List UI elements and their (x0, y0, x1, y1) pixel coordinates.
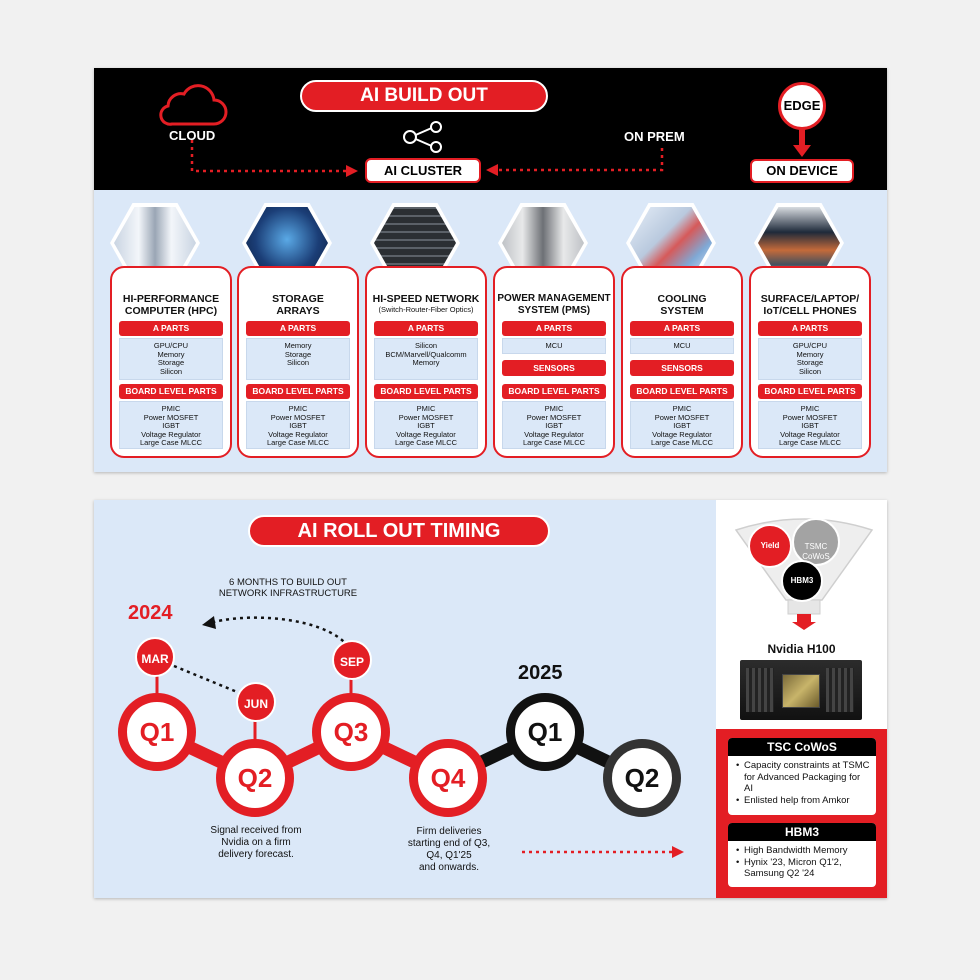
card-storage: STORAGE ARRAYS A PARTS Memory Storage Si… (237, 266, 359, 458)
a-parts-list: MCU (630, 338, 734, 354)
network-nodes-icon (403, 121, 442, 153)
card-hpc: HI-PERFORMANCE COMPUTER (HPC) A PARTS GP… (110, 266, 232, 458)
info-item: Enlisted help from Amkor (736, 795, 870, 807)
a-parts-bar: A PARTS (119, 321, 223, 336)
edge-label: EDGE (783, 98, 821, 113)
board-level-list: PMIC Power MOSFET IGBT Voltage Regulator… (246, 401, 350, 449)
month-mar: MAR (135, 637, 175, 677)
sensors-bar: SENSORS (630, 360, 734, 376)
a-parts-bar: A PARTS (758, 321, 862, 336)
card-title: POWER MANAGEMENT SYSTEM (PMS) (497, 293, 611, 316)
info-item: High Bandwidth Memory (736, 845, 870, 857)
on-device-label: ON DEVICE (750, 159, 854, 183)
card-title: HI-SPEED NETWORK (372, 293, 480, 305)
ai-roll-out-panel: AI ROLL OUT TIMING 6 MONTHS TO BUILD OUT… (94, 500, 887, 898)
card-title: STORAGE ARRAYS (272, 293, 324, 317)
cowos-label: TSMC CoWoS (802, 542, 830, 561)
a-parts-bar: A PARTS (630, 321, 734, 336)
a-parts-list: Memory Storage Silicon (246, 338, 350, 380)
quarter-q2-2024: Q2 (216, 739, 294, 817)
board-level-list: PMIC Power MOSFET IGBT Voltage Regulator… (374, 401, 478, 449)
board-level-bar: BOARD LEVEL PARTS (630, 384, 734, 399)
a-parts-list: MCU (502, 338, 606, 354)
yield-label: Yield (760, 541, 780, 550)
a-parts-list: GPU/CPU Memory Storage Silicon (119, 338, 223, 380)
card-title: COOLING SYSTEM (657, 293, 707, 317)
build-out-note: 6 MONTHS TO BUILD OUT NETWORK INFRASTRUC… (218, 577, 358, 599)
a-parts-list: GPU/CPU Memory Storage Silicon (758, 338, 862, 380)
info-item: Hynix '23, Micron Q1'2, Samsung Q2 '24 (736, 857, 870, 880)
nvidia-h100-image (740, 660, 862, 720)
quarter-q4-2024: Q4 (409, 739, 487, 817)
card-title: SURFACE/LAPTOP/ IoT/CELL PHONES (760, 293, 860, 317)
card-devices: SURFACE/LAPTOP/ IoT/CELL PHONES A PARTS … (749, 266, 871, 458)
arrow-down-icon (793, 129, 811, 157)
onprem-to-cluster-arrow (486, 148, 664, 176)
card-title: HI-PERFORMANCE COMPUTER (HPC) (122, 293, 220, 317)
on-prem-label: ON PREM (624, 129, 685, 144)
ai-cluster-label: AI CLUSTER (365, 158, 481, 183)
quarter-q2-2025: Q2 (603, 739, 681, 817)
cloud-to-cluster-arrow (190, 140, 358, 177)
build-out-title: AI BUILD OUT (300, 80, 548, 112)
q4-note: Firm deliveries starting end of Q3, Q4, … (407, 826, 491, 873)
year-2025: 2025 (518, 662, 563, 684)
board-level-bar: BOARD LEVEL PARTS (119, 384, 223, 399)
info-item: Capacity constraints at TSMC for Advance… (736, 760, 870, 795)
quarter-q1-2025: Q1 (506, 693, 584, 771)
six-month-arc-arrow (202, 616, 354, 653)
q2-note: Signal received from Nvidia on a firm de… (210, 825, 302, 860)
info-card-title: TSC CoWoS (728, 738, 876, 756)
card-power-management: POWER MANAGEMENT SYSTEM (PMS) A PARTS MC… (493, 266, 615, 458)
board-level-list: PMIC Power MOSFET IGBT Voltage Regulator… (502, 401, 606, 449)
card-subtitle: (Switch-Router-Fiber Optics) (378, 305, 474, 314)
a-parts-bar: A PARTS (374, 321, 478, 336)
board-level-bar: BOARD LEVEL PARTS (246, 384, 350, 399)
product-label: Nvidia H100 (767, 642, 836, 656)
board-level-bar: BOARD LEVEL PARTS (502, 384, 606, 399)
board-level-list: PMIC Power MOSFET IGBT Voltage Regulator… (758, 401, 862, 449)
board-level-bar: BOARD LEVEL PARTS (374, 384, 478, 399)
card-cooling: COOLING SYSTEM A PARTS MCU SENSORS BOARD… (621, 266, 743, 458)
a-parts-list: Silicon BCM/Marvell/Qualcomm Memory (374, 338, 478, 380)
roll-out-title: AI ROLL OUT TIMING (248, 515, 550, 547)
info-card-cowos: TSC CoWoS Capacity constraints at TSMC f… (728, 738, 876, 815)
info-card-title: HBM3 (728, 823, 876, 841)
board-level-list: PMIC Power MOSFET IGBT Voltage Regulator… (630, 401, 734, 449)
month-sep: SEP (332, 640, 372, 680)
cowos-circle: TSMC CoWoS (792, 518, 840, 566)
info-card-hbm3: HBM3 High Bandwidth Memory Hynix '23, Mi… (728, 823, 876, 887)
sensors-bar: SENSORS (502, 360, 606, 376)
yield-circle: Yield (748, 524, 792, 568)
card-network: HI-SPEED NETWORK (Switch-Router-Fiber Op… (365, 266, 487, 458)
ai-build-out-panel: AI BUILD OUT CLOUD ON PREM EDGE ON DEVIC… (94, 68, 887, 472)
a-parts-bar: A PARTS (246, 321, 350, 336)
month-jun: JUN (236, 682, 276, 722)
cloud-label: CLOUD (169, 128, 216, 143)
board-level-list: PMIC Power MOSFET IGBT Voltage Regulator… (119, 401, 223, 449)
board-level-bar: BOARD LEVEL PARTS (758, 384, 862, 399)
edge-circle: EDGE (778, 82, 826, 130)
cloud-icon (159, 84, 228, 126)
hbm3-label: HBM3 (790, 576, 814, 585)
quarter-q1-2024: Q1 (118, 693, 196, 771)
hbm3-circle: HBM3 (781, 560, 823, 602)
year-2024: 2024 (128, 602, 173, 624)
a-parts-bar: A PARTS (502, 321, 606, 336)
quarter-q3-2024: Q3 (312, 693, 390, 771)
